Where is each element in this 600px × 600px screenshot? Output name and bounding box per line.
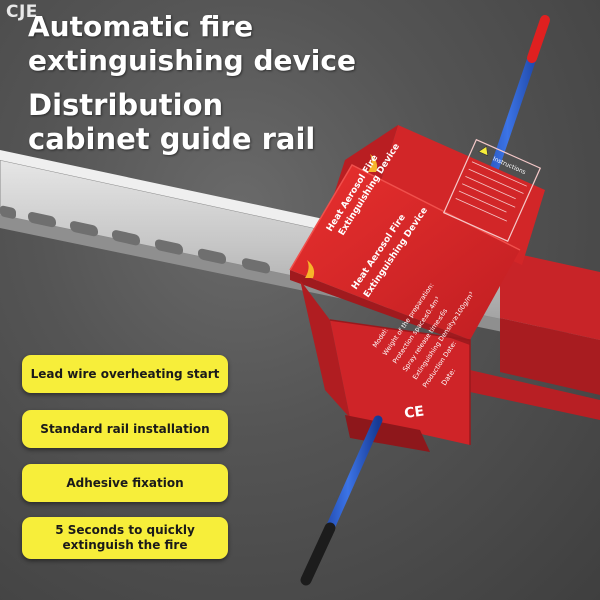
feature-badge: Lead wire overheating start [22,355,228,393]
wire-bottom [300,415,383,586]
headline-line-4: cabinet guide rail [28,122,316,156]
headline-line-1: Automatic fire [28,10,254,43]
feature-badge: Adhesive fixation [22,464,228,502]
red-rail-right [470,250,600,420]
feature-text: 5 Seconds to quickly extinguish the fire [55,523,195,552]
headline-line-3: Distribution [28,88,224,122]
watermark: CJE [6,2,38,22]
headline-line-2: extinguishing device [28,44,356,77]
ce-mark: CE [403,403,425,422]
feature-text: Adhesive fixation [66,475,184,490]
warning-triangle-icon [478,145,489,157]
feature-badge: Standard rail installation [22,410,228,448]
feature-text: Standard rail installation [40,421,210,436]
fire-extinguisher-device: Instructions Heat Aerosol Fire Extinguis… [289,125,545,452]
flame-icon [305,154,378,278]
feature-badge: 5 Seconds to quickly extinguish the fire [22,517,228,559]
feature-text: Lead wire overheating start [30,366,220,381]
